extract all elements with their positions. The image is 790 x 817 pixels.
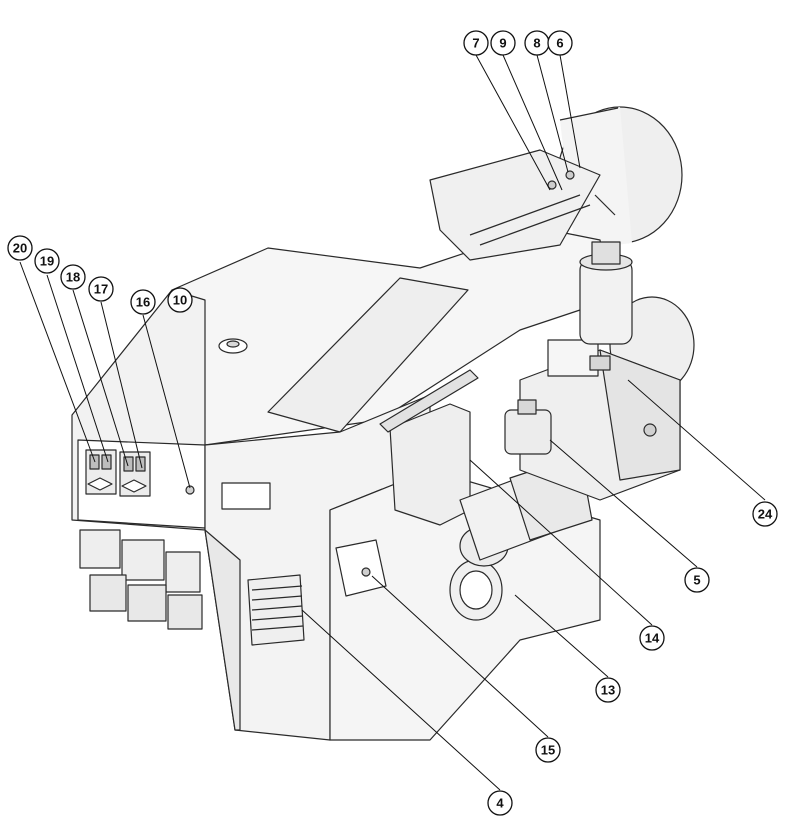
callout-label: 4 (496, 796, 504, 811)
callout-circle (535, 737, 561, 763)
callout-circle (60, 264, 86, 290)
callout-8: 8 (524, 30, 550, 56)
callout-circle (490, 30, 516, 56)
callout-15: 15 (535, 737, 561, 763)
callout-10: 10 (167, 287, 193, 313)
callout-label: 19 (40, 254, 54, 269)
callout-20: 20 (7, 235, 33, 261)
callout-13: 13 (595, 677, 621, 703)
callout-circle (167, 287, 193, 313)
callout-19: 19 (34, 248, 60, 274)
callout-label: 24 (758, 507, 773, 522)
callout-circle (595, 677, 621, 703)
callout-circle (88, 276, 114, 302)
callout-circle (130, 289, 156, 315)
burner-drawing (71, 106, 695, 741)
callout-circle (684, 567, 710, 593)
callout-6: 6 (547, 30, 573, 56)
callout-label: 5 (693, 573, 700, 588)
reset-indicator (185, 485, 195, 495)
callout-circle (463, 30, 489, 56)
callout-9: 9 (490, 30, 516, 56)
callout-circle (34, 248, 60, 274)
name-plate (221, 482, 271, 510)
housing-front-face (204, 529, 241, 731)
callout-16: 16 (130, 289, 156, 315)
callout-5: 5 (684, 567, 710, 593)
adjustment-rod (379, 369, 479, 433)
callout-label: 16 (136, 295, 150, 310)
connector-block (79, 529, 203, 630)
callout-label: 9 (499, 36, 506, 51)
gas-valve-train (389, 403, 593, 621)
callout-label: 15 (541, 743, 555, 758)
callouts: 7 9 8 6 20 19 18 17 16 10 24 5 14 13 15 4 (7, 30, 778, 816)
gas-valve-block (519, 339, 681, 501)
callout-label: 6 (556, 36, 563, 51)
callout-label: 13 (601, 683, 615, 698)
callout-label: 14 (645, 631, 660, 646)
callout-18: 18 (60, 264, 86, 290)
callout-circle (752, 501, 778, 527)
callout-label: 10 (173, 293, 187, 308)
air-intake-grille (247, 574, 305, 646)
head-linkage (429, 149, 616, 261)
callout-label: 17 (94, 282, 108, 297)
leader-lines (19, 54, 766, 791)
servo-actuator (504, 399, 552, 455)
callout-17: 17 (88, 276, 114, 302)
callout-circle (7, 235, 33, 261)
callout-label: 20 (13, 241, 27, 256)
top-cover (267, 277, 469, 433)
callout-24: 24 (752, 501, 778, 527)
solenoid-cylinder (579, 241, 633, 345)
callout-4: 4 (487, 790, 513, 816)
callout-label: 7 (472, 36, 479, 51)
callout-circle (487, 790, 513, 816)
callout-14: 14 (639, 625, 665, 651)
callout-circle (639, 625, 665, 651)
callout-label: 8 (533, 36, 540, 51)
air-pressure-switch (335, 539, 387, 597)
callout-label: 18 (66, 270, 80, 285)
callout-circle (547, 30, 573, 56)
top-knob (218, 338, 248, 354)
callout-7: 7 (463, 30, 489, 56)
